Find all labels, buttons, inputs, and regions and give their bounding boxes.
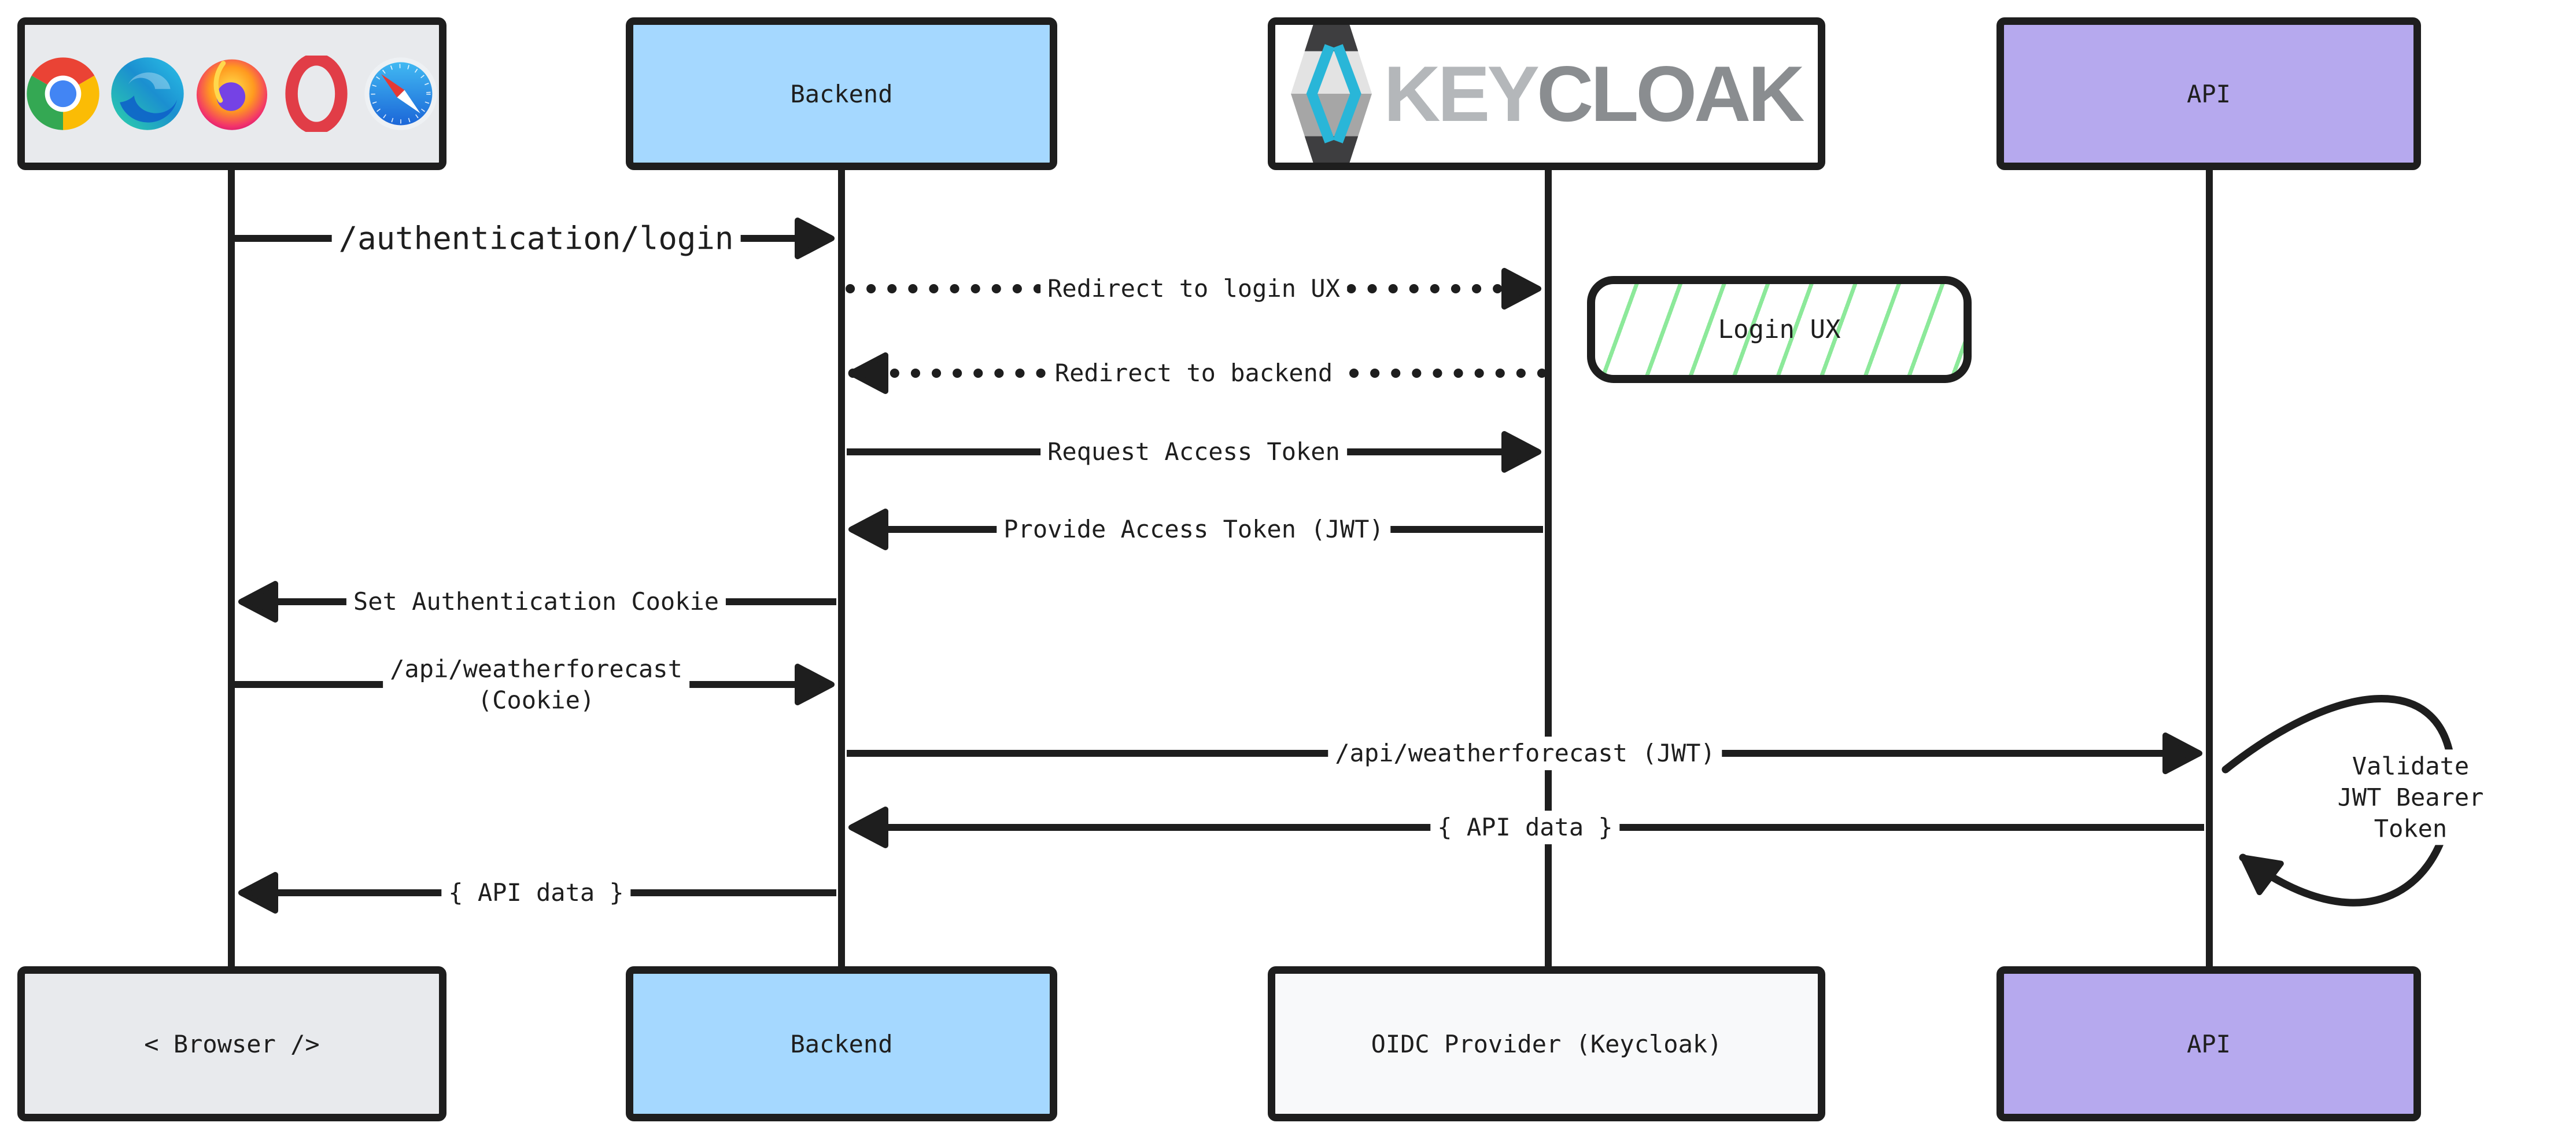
keycloak-icon: [1291, 25, 1372, 163]
safari-icon: [364, 57, 437, 130]
keycloak-logo-key: KEY: [1383, 50, 1540, 138]
login-ux-note: Login UX: [1587, 276, 1972, 383]
message-label-api-data-to-browser: { API data }: [441, 876, 631, 910]
message-label-weatherforecast-cookie: /api/weatherforecast (Cookie): [383, 652, 689, 717]
message-label-validate-jwt: Validate JWT Bearer Token: [2328, 749, 2493, 845]
backend-top-label: Backend: [790, 79, 893, 108]
keycloak-box-top: KEYCLOAK: [1268, 17, 1825, 170]
backend-box-bottom: Backend: [626, 966, 1057, 1121]
backend-box-top: Backend: [626, 17, 1057, 170]
message-label-redirect-to-backend: Redirect to backend: [1047, 356, 1340, 390]
api-box-top: API: [1996, 17, 2421, 170]
api-top-label: API: [2187, 79, 2231, 108]
browser-box-top: [17, 17, 446, 170]
oidc-bottom-label: OIDC Provider (Keycloak): [1371, 1029, 1722, 1058]
message-label-authentication-login: /authentication/login: [331, 217, 741, 260]
message-label-weatherforecast-jwt: /api/weatherforecast (JWT): [1328, 737, 1722, 770]
keycloak-logo-cloak: CLOAK: [1537, 50, 1805, 138]
oidc-provider-box-bottom: OIDC Provider (Keycloak): [1268, 966, 1825, 1121]
browser-box-bottom: < Browser />: [17, 966, 446, 1121]
login-ux-note-label: Login UX: [1718, 315, 1841, 344]
edge-icon: [111, 57, 184, 130]
message-label-set-auth-cookie: Set Authentication Cookie: [346, 585, 726, 619]
message-label-redirect-to-login-ux: Redirect to login UX: [1040, 272, 1347, 306]
firefox-icon: [196, 59, 268, 130]
keycloak-logo-text: KEYCLOAK: [1383, 54, 1804, 133]
message-label-api-data-to-backend: { API data }: [1430, 811, 1620, 844]
browser-bottom-label: < Browser />: [144, 1029, 320, 1058]
message-label-provide-access-token: Provide Access Token (JWT): [997, 513, 1391, 546]
opera-icon: [285, 56, 348, 132]
api-box-bottom: API: [1996, 966, 2421, 1121]
message-label-request-access-token: Request Access Token: [1040, 435, 1347, 469]
chrome-icon: [27, 57, 99, 130]
api-bottom-label: API: [2187, 1029, 2231, 1058]
backend-bottom-label: Backend: [790, 1029, 893, 1058]
